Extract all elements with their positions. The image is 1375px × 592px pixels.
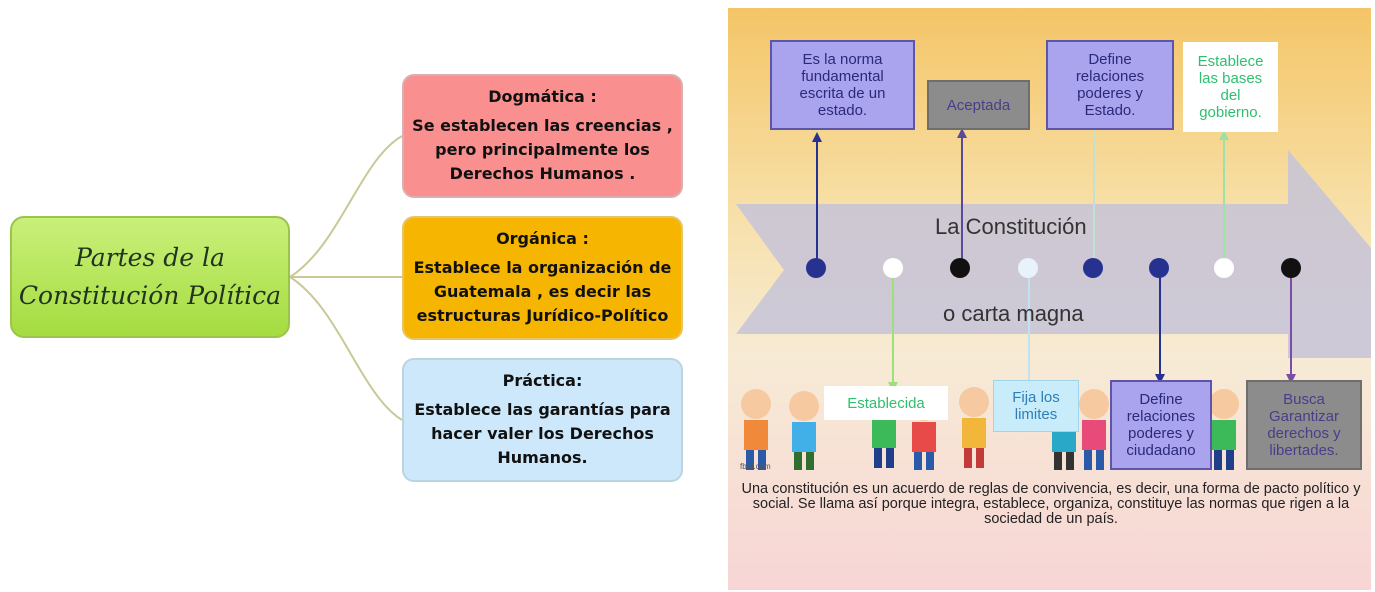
label-norma-fundamental: Es la norma fundamental escrita de un es… [770,40,915,130]
part-description: Establece la organización de Guatemala ,… [413,258,672,325]
label-relaciones-estado: Define relaciones poderes y Estado. [1046,40,1174,130]
timeline-dot [1281,258,1301,278]
label-garantizar-derechos: Busca Garantizar derechos y libertades. [1246,380,1362,470]
timeline-dot [950,258,970,278]
part-title: Orgánica : [496,229,589,248]
timeline-dot [883,258,903,278]
label-fija-limites: Fija los limites [993,380,1079,432]
part-dogmatica: Dogmática : Se establecen las creencias … [402,74,683,198]
part-practica: Práctica: Establece las garantías para h… [402,358,683,482]
part-description: Se establecen las creencias , pero princ… [412,116,673,183]
label-bases-gobierno: Establece las bases del gobierno. [1183,42,1278,132]
subline: o carta magna [943,301,1084,326]
label-establecida: Establecida [824,386,948,420]
constitution-infographic: La Constitución o carta magna Es la norm… [728,8,1371,590]
summary-text: Una constitución es un acuerdo de reglas… [741,481,1361,527]
part-description: Establece las garantías para hacer valer… [414,400,671,467]
label-relaciones-ciudadano: Define relaciones poderes y ciudadano [1110,380,1212,470]
part-title: Práctica: [502,371,583,390]
part-organica: Orgánica : Establece la organización de … [402,216,683,340]
connector-lines [289,135,403,421]
timeline-dot [806,258,826,278]
timeline-dot [1214,258,1234,278]
timeline-dot [1149,258,1169,278]
timeline-dot [1018,258,1038,278]
part-title: Dogmática : [488,87,597,106]
label-aceptada: Aceptada [927,80,1030,130]
big-arrow [736,128,1371,392]
headline: La Constitución [935,214,1087,239]
image-credit: fbot.com [740,462,771,471]
root-title: Partes de la Constitución Política [18,243,282,310]
root-node: Partes de la Constitución Política [10,216,290,338]
timeline-dot [1083,258,1103,278]
